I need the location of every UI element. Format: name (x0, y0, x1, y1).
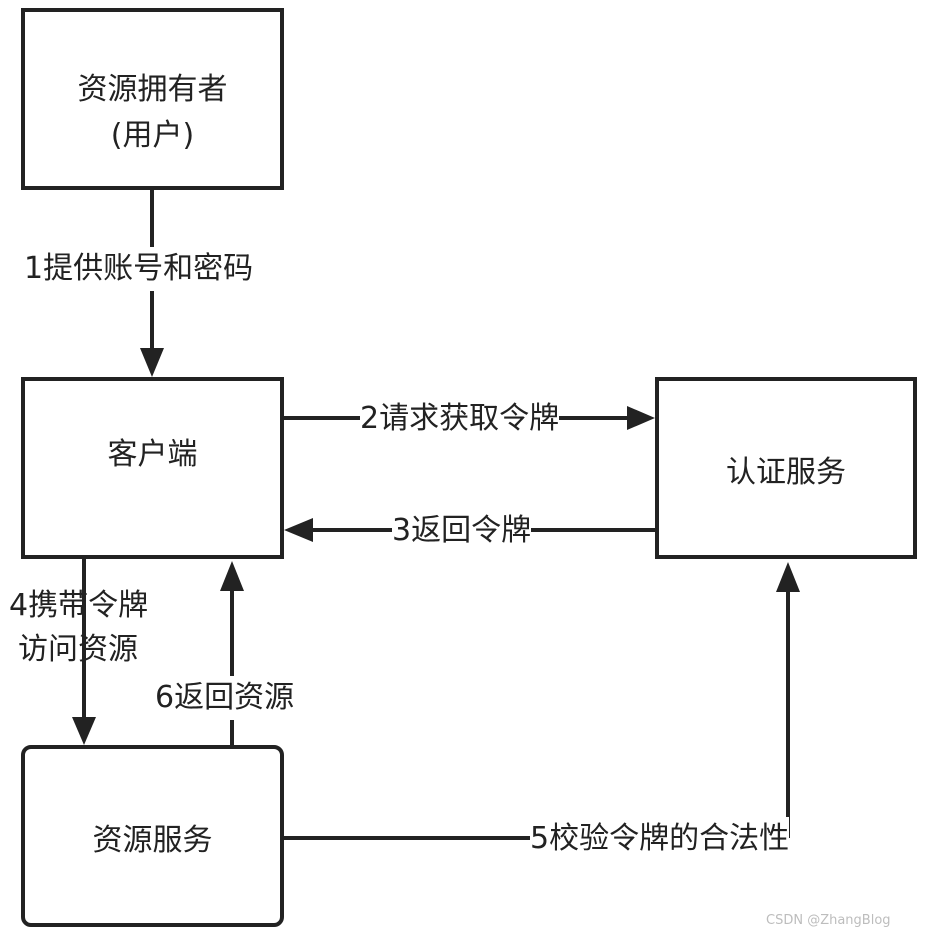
client-label: 客户端 (107, 437, 198, 472)
edge-6-label: 6返回资源 (155, 676, 295, 720)
resource-service-box: 资源服务 (21, 745, 284, 927)
edge-3-label: 3返回令牌 (392, 509, 532, 553)
watermark: CSDN @ZhangBlog (766, 913, 891, 928)
client-box: 客户端 (21, 377, 284, 559)
resource-owner-title: 资源拥有者 (77, 72, 228, 107)
resource-owner-subtitle: (用户) (110, 118, 195, 153)
edge-2-arrowhead (627, 406, 655, 430)
auth-service-box: 认证服务 (655, 377, 917, 559)
edge-2-label: 2请求获取令牌 (360, 397, 560, 441)
edge-4-arrowhead (72, 717, 96, 745)
edge-5-label: 5校验令牌的合法性 (530, 817, 790, 861)
edge-1-label: 1提供账号和密码 (24, 247, 254, 291)
edge-4-label-line2: 访问资源 (18, 632, 138, 667)
edge-3-arrowhead (284, 518, 313, 542)
edge-1-arrowhead (140, 348, 164, 377)
edge-6-arrowhead (220, 561, 244, 591)
edge-5-arrowhead (776, 562, 800, 592)
auth-service-label: 认证服务 (726, 455, 846, 490)
edge-4-label-line1: 4携带令牌 (9, 588, 149, 623)
resource-service-label: 资源服务 (92, 823, 213, 858)
resource-owner-box: 资源拥有者 (用户) (21, 8, 284, 190)
